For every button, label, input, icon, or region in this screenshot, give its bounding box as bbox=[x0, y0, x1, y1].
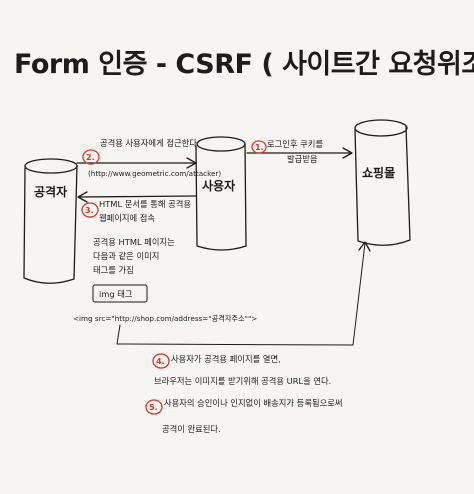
user-node: 사용자 bbox=[195, 136, 247, 251]
img-tag-box: img 태그 bbox=[92, 284, 148, 303]
html-note-line-2: 다음과 같은 이미지 bbox=[93, 251, 159, 261]
step-1: 1. 로그인후 쿠키를 발급받음 bbox=[251, 139, 323, 164]
img-tag-box-label: img 태그 bbox=[99, 289, 133, 299]
step-3: 3. HTML 문서를 통해 공격용 웹페이지에 접속 bbox=[81, 199, 191, 223]
user-label: 사용자 bbox=[202, 178, 235, 193]
step-2-number: 2. bbox=[86, 153, 95, 162]
arrow-user-to-mall bbox=[246, 147, 353, 159]
step-5-number: 5. bbox=[149, 403, 158, 412]
step-5-line-1: 사용자의 승인이나 인지없이 배송지가 등록됨으로써 bbox=[164, 398, 342, 408]
img-tag-code: <img src="http://shop.com/address="공격자주소… bbox=[73, 314, 257, 323]
html-notes: 공격용 HTML 페이지는 다음과 같은 이미지 태그를 가짐 bbox=[93, 237, 175, 275]
step-3-line-1: HTML 문서를 통해 공격용 bbox=[99, 199, 191, 209]
step-4-number: 4. bbox=[156, 357, 165, 366]
step-1-line-1: 로그인후 쿠키를 bbox=[267, 139, 323, 149]
img-tag-box-border bbox=[92, 284, 148, 303]
step-4-circle bbox=[152, 353, 170, 369]
step-5-line-2: 공격이 완료된다. bbox=[162, 424, 221, 434]
mall-node: 쇼핑몰 bbox=[354, 119, 411, 246]
mall-cylinder-top bbox=[354, 119, 408, 137]
page-title: Form 인증 - CSRF ( 사이트간 요청위조 ) bbox=[14, 49, 474, 80]
step-3-line-2: 웹페이지에 접속 bbox=[99, 213, 155, 223]
attacker-label: 공격자 bbox=[34, 184, 67, 199]
step-5: 5. 사용자의 승인이나 인지없이 배송지가 등록됨으로써 공격이 완료된다. bbox=[145, 398, 342, 434]
step-2: 2. 공격용 사용자에게 접근한다 (http://www.geometric.… bbox=[82, 138, 221, 178]
step-2-line-1: 공격용 사용자에게 접근한다 bbox=[100, 138, 197, 148]
mall-cylinder bbox=[354, 126, 411, 246]
step-1-line-2: 발급받음 bbox=[287, 154, 318, 164]
step-4-line-1: 사용자가 공격용 페이지를 열면, bbox=[171, 354, 281, 364]
mall-label: 쇼핑몰 bbox=[362, 165, 395, 180]
attacker-cylinder bbox=[23, 165, 78, 284]
attacker-node: 공격자 bbox=[23, 158, 78, 284]
arrow-attacker-to-user bbox=[76, 157, 197, 169]
step-2-circle bbox=[82, 149, 100, 165]
arrow-user-to-attacker bbox=[77, 191, 197, 203]
html-note-line-3: 태그를 가짐 bbox=[93, 265, 134, 275]
attacker-cylinder-top bbox=[24, 158, 78, 174]
user-cylinder-top bbox=[196, 136, 246, 152]
arrow-request-to-mall bbox=[116, 241, 371, 346]
html-note-line-1: 공격용 HTML 페이지는 bbox=[93, 237, 175, 247]
step-4-line-2: 브라우저는 이미지를 받기위해 공격용 URL을 연다. bbox=[154, 376, 331, 386]
step-3-circle bbox=[81, 202, 99, 218]
step-5-circle bbox=[145, 399, 163, 415]
user-cylinder bbox=[195, 143, 247, 251]
step-1-number: 1. bbox=[255, 143, 264, 152]
step-4: 4. 사용자가 공격용 페이지를 열면, 브라우저는 이미지를 받기위해 공격용… bbox=[152, 353, 331, 386]
step-2-line-2: (http://www.geometric.com/attacker) bbox=[88, 169, 221, 178]
step-3-number: 3. bbox=[85, 206, 94, 215]
step-1-circle bbox=[251, 140, 267, 154]
